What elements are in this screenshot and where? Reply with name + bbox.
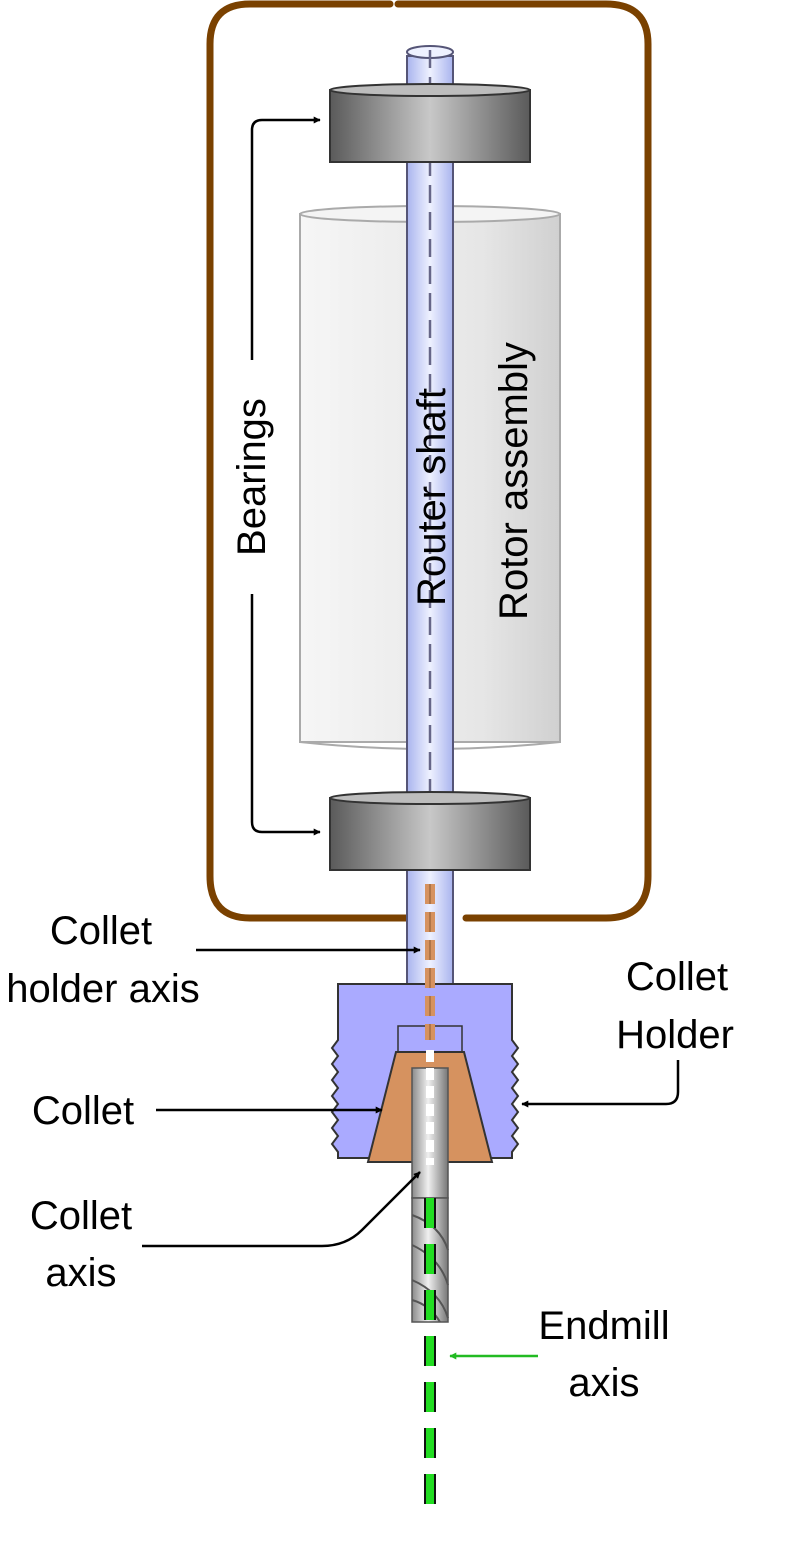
top-bearing — [329, 83, 531, 163]
collet-holder-leader — [521, 1060, 680, 1108]
housing-frame — [206, 0, 652, 922]
rotor-assembly-label: Rotor assembly — [492, 342, 536, 620]
router-shaft-label: Router shaft — [410, 388, 454, 606]
bottom-bearing — [329, 791, 531, 871]
collet-axis-label-line1: Collet — [30, 1194, 132, 1238]
bearings-leader-top — [250, 116, 321, 360]
endmill-axis-label-line1: Endmill — [538, 1304, 669, 1348]
bearings-label: Bearings — [230, 398, 274, 556]
collet-holder-axis-label-line1: Collet — [50, 909, 152, 953]
collet-holder-label-line1: Collet — [626, 955, 728, 999]
bearings-leader-bottom — [250, 594, 321, 836]
endmill-axis-label-line2: axis — [568, 1361, 639, 1405]
collet-label: Collet — [32, 1089, 134, 1133]
collet-holder-label-line2: Holder — [616, 1013, 734, 1057]
collet-axis-leader — [142, 1171, 421, 1248]
collet-holder-axis-label-line2: holder axis — [6, 967, 199, 1011]
collet-axis-label-line2: axis — [45, 1251, 116, 1295]
